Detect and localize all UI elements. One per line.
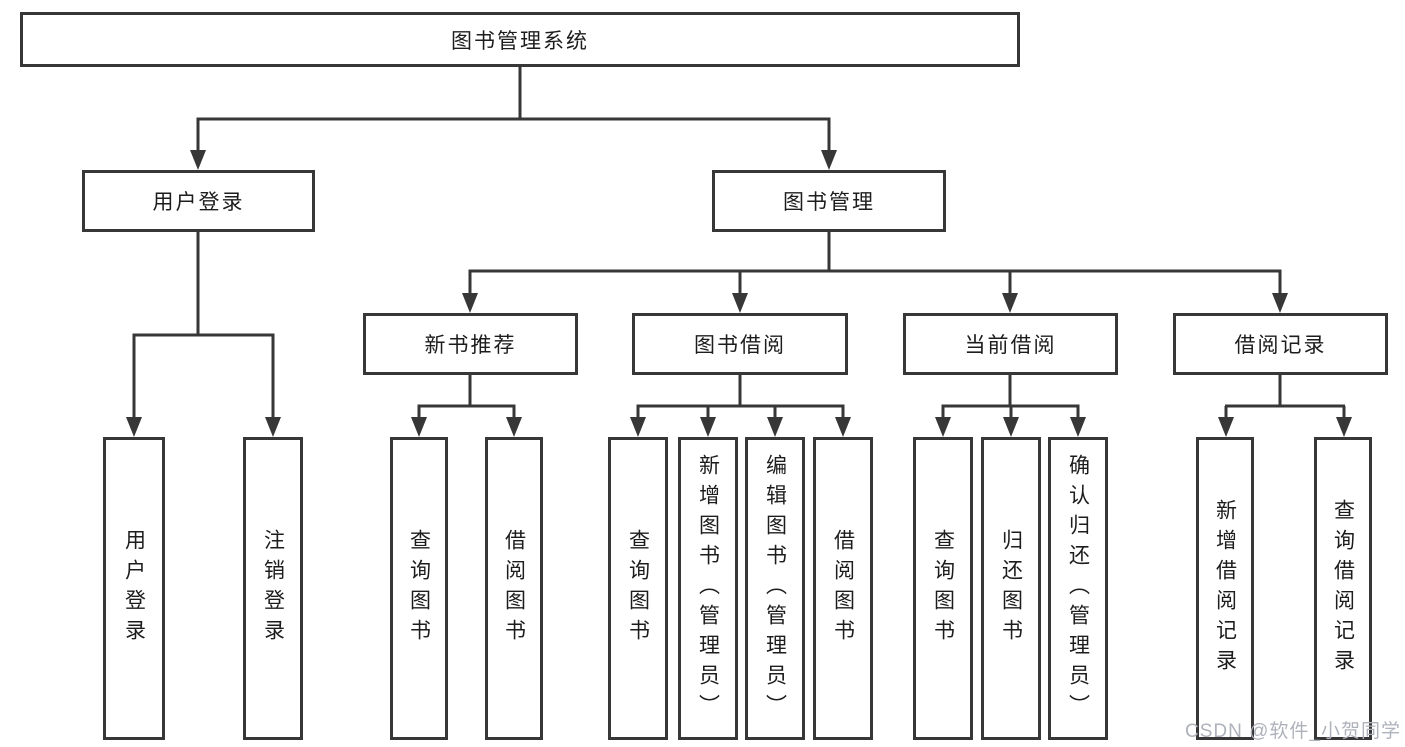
node-new-book-recommend-label: 新书推荐 (424, 334, 517, 357)
leaf-confirm-return-admin: 确认归还（管理员） (1048, 437, 1108, 740)
leaf-query-borrow-record: 查询借阅记录 (1314, 437, 1372, 740)
leaf-query-books-rec: 查询图书 (390, 437, 448, 740)
node-borrow-records: 借阅记录 (1173, 313, 1388, 375)
leaf-query-books-current: 查询图书 (913, 437, 973, 740)
leaf-borrow-books-rec-label: 借阅图书 (502, 528, 526, 649)
leaf-query-borrow-record-label: 查询借阅记录 (1331, 498, 1355, 679)
node-borrow-records-label: 借阅记录 (1234, 334, 1327, 357)
fork-borrow-records (1224, 375, 1346, 422)
fork-book-management (468, 232, 1282, 298)
node-book-borrow: 图书借阅 (632, 313, 848, 375)
leaf-edit-books-admin-label: 编辑图书（管理员） (763, 453, 787, 724)
leaf-confirm-return-admin-label: 确认归还（管理员） (1066, 453, 1090, 724)
fork-root (196, 67, 831, 155)
leaf-edit-books-admin: 编辑图书（管理员） (745, 437, 805, 740)
leaf-return-books: 归还图书 (981, 437, 1041, 740)
leaf-logout: 注销登录 (243, 437, 303, 740)
node-current-borrow: 当前借阅 (903, 313, 1118, 375)
node-book-management-label: 图书管理 (783, 191, 875, 214)
node-system-root: 图书管理系统 (20, 12, 1020, 67)
node-system-root-label: 图书管理系统 (451, 29, 589, 53)
leaf-query-books-current-label: 查询图书 (931, 528, 955, 649)
leaf-borrow-books-rec: 借阅图书 (485, 437, 543, 740)
node-user-login-label: 用户登录 (152, 191, 245, 214)
leaf-query-books-borrow-label: 查询图书 (626, 528, 650, 649)
node-new-book-recommend: 新书推荐 (363, 313, 578, 375)
leaf-user-login-label: 用户登录 (122, 528, 146, 649)
fork-current-borrow (941, 375, 1080, 422)
csdn-watermark: CSDN @软件_小贺同学 (1185, 721, 1401, 742)
fork-user-login (132, 232, 275, 422)
leaf-add-books-admin: 新增图书（管理员） (678, 437, 738, 740)
leaf-return-books-label: 归还图书 (999, 528, 1023, 649)
node-book-management: 图书管理 (712, 170, 946, 232)
leaf-add-borrow-record: 新增借阅记录 (1196, 437, 1254, 740)
arrowheads (126, 150, 1352, 437)
leaf-add-borrow-record-label: 新增借阅记录 (1213, 498, 1237, 679)
node-book-borrow-label: 图书借阅 (694, 334, 786, 357)
leaf-borrow-books: 借阅图书 (813, 437, 873, 740)
fork-book-borrow (636, 375, 845, 422)
leaf-query-books-borrow: 查询图书 (608, 437, 668, 740)
node-user-login: 用户登录 (82, 170, 315, 232)
node-current-borrow-label: 当前借阅 (964, 334, 1057, 357)
leaf-user-login: 用户登录 (103, 437, 165, 740)
leaf-query-books-rec-label: 查询图书 (407, 528, 431, 649)
leaf-add-books-admin-label: 新增图书（管理员） (696, 453, 720, 724)
leaf-logout-label: 注销登录 (261, 528, 285, 649)
leaf-borrow-books-label: 借阅图书 (831, 528, 855, 649)
fork-new-book-rec (417, 375, 516, 422)
